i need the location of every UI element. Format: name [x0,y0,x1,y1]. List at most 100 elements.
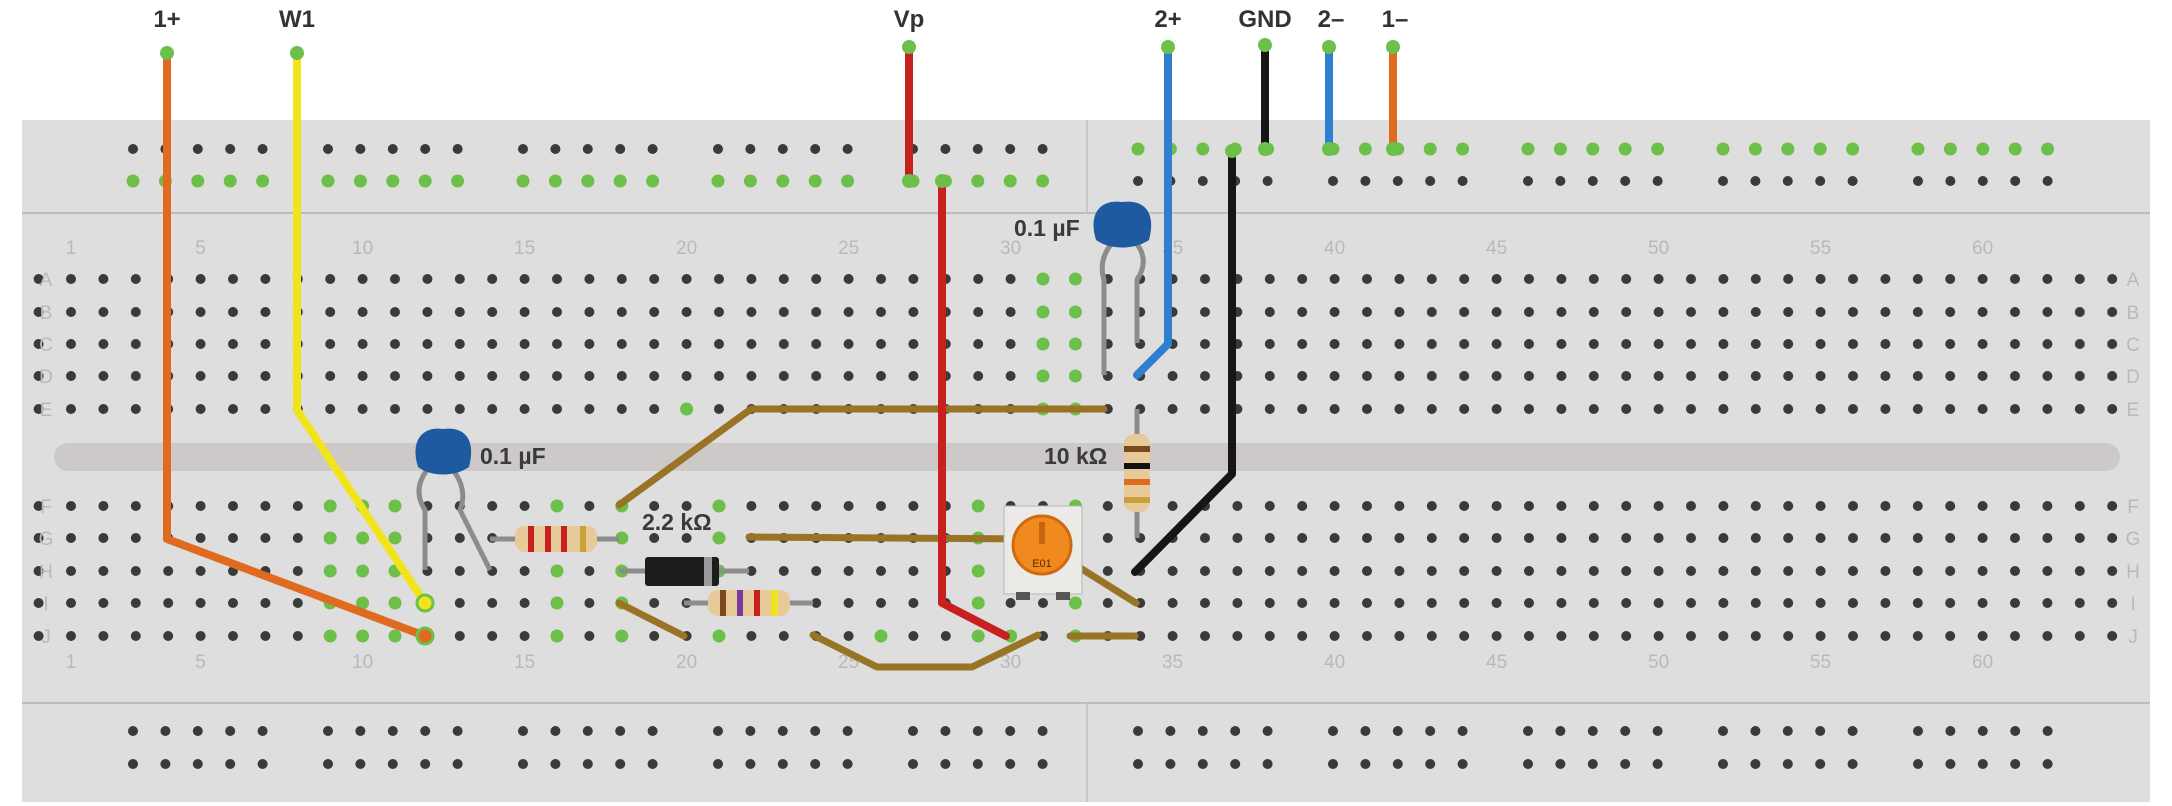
breadboard-hole [130,371,141,381]
breadboard-hole [1329,598,1340,608]
breadboard-hole [584,307,595,317]
row-letter: G [39,529,54,550]
breadboard-hole [1815,726,1826,736]
breadboard-hole [1618,142,1632,156]
breadboard-hole [1945,307,1956,317]
breadboard-hole [1815,176,1826,186]
breadboard-hole [908,598,919,608]
row-letter: D [2126,367,2140,388]
breadboard-hole [584,501,595,511]
breadboard-hole [971,174,985,188]
breadboard-hole [714,339,724,349]
breadboard-hole [746,339,757,349]
breadboard-hole [1686,371,1696,381]
breadboard-hole [2008,142,2022,156]
breadboard-hole [1556,404,1567,414]
breadboard-hole [454,274,465,284]
breadboard-hole [1457,176,1468,186]
breadboard-hole [584,339,595,349]
breadboard-hole [711,174,725,188]
breadboard-hole [973,339,984,349]
breadboard-hole [452,759,463,769]
breadboard-hole [33,371,44,381]
breadboard-hole [843,371,854,381]
breadboard-hole [1459,631,1470,641]
breadboard-hole [1197,176,1208,186]
breadboard-hole [2010,404,2020,414]
breadboard-hole [1718,533,1729,543]
breadboard-hole [876,274,886,284]
breadboard-hole [1329,404,1340,414]
breadboard-hole [1037,726,1048,736]
row-letter: A [40,270,53,291]
breadboard-hole [1848,501,1858,511]
breadboard-hole [1686,339,1696,349]
res10k-band [1124,479,1150,485]
breadboard-hole [128,759,138,769]
breadboard-hole [714,307,724,317]
res-i-body [708,590,790,616]
breadboard-hole [1394,631,1405,641]
breadboard-hole [940,726,951,736]
breadboard-hole [128,144,138,154]
breadboard-hole [1653,533,1664,543]
breadboard-hole [325,404,336,414]
breadboard-hole [1686,274,1696,284]
breadboard-hole [1523,176,1533,186]
breadboard-hole [292,501,303,511]
breadboard-hole [228,533,238,543]
breadboard-hole [1521,142,1535,156]
breadboard-hole [1329,533,1340,543]
breadboard-hole [195,404,206,414]
breadboard-hole [1880,371,1891,381]
column-number: 30 [1000,652,1021,673]
breadboard-hole [292,566,303,576]
breadboard-hole [1815,566,1826,576]
wire-gnd-board [1131,147,1236,576]
potentiometer: E01 [1003,505,1083,600]
breadboard-hole [1005,371,1016,381]
breadboard-hole [681,307,692,317]
breadboard-hole [1459,533,1470,543]
breadboard-hole [745,726,756,736]
label-w1: W1 [279,6,315,33]
breadboard-hole [680,402,694,416]
breadboard-hole [257,759,268,769]
breadboard-hole [1362,533,1372,543]
breadboard-hole [1815,404,1826,414]
breadboard-hole [876,598,886,608]
row-letter: F [2127,497,2139,518]
breadboard-hole [552,274,562,284]
breadboard-hole [1232,501,1243,511]
breadboard-hole [778,501,789,511]
breadboard-hole [584,566,595,576]
res2k2-band [561,526,567,552]
breadboard-hole [2107,631,2118,641]
breadboard-hole [1264,598,1275,608]
column-number: 10 [352,238,373,259]
breadboard-hole [1068,305,1082,319]
breadboard-hole [584,631,595,641]
row-letter: E [2127,400,2140,421]
breadboard-hole [2042,339,2053,349]
breadboard-hole [1945,339,1956,349]
breadboard-hole [743,174,757,188]
breadboard-hole [811,307,822,317]
breadboard-hole [195,371,206,381]
breadboard-hole [228,274,238,284]
breadboard-hole [1977,339,1988,349]
res2k2-band [580,526,586,552]
breadboard-hole [1524,566,1534,576]
breadboard-hole [714,274,724,284]
breadboard-hole [811,339,822,349]
breadboard-hole [1847,759,1858,769]
breadboard-hole [1426,274,1437,284]
breadboard-hole [1036,305,1050,319]
breadboard-hole [321,174,335,188]
breadboard-hole [388,596,402,610]
breadboard-hole [390,274,400,284]
breadboard-hole [2074,274,2085,284]
breadboard-hole [584,598,595,608]
breadboard-hole [98,339,109,349]
